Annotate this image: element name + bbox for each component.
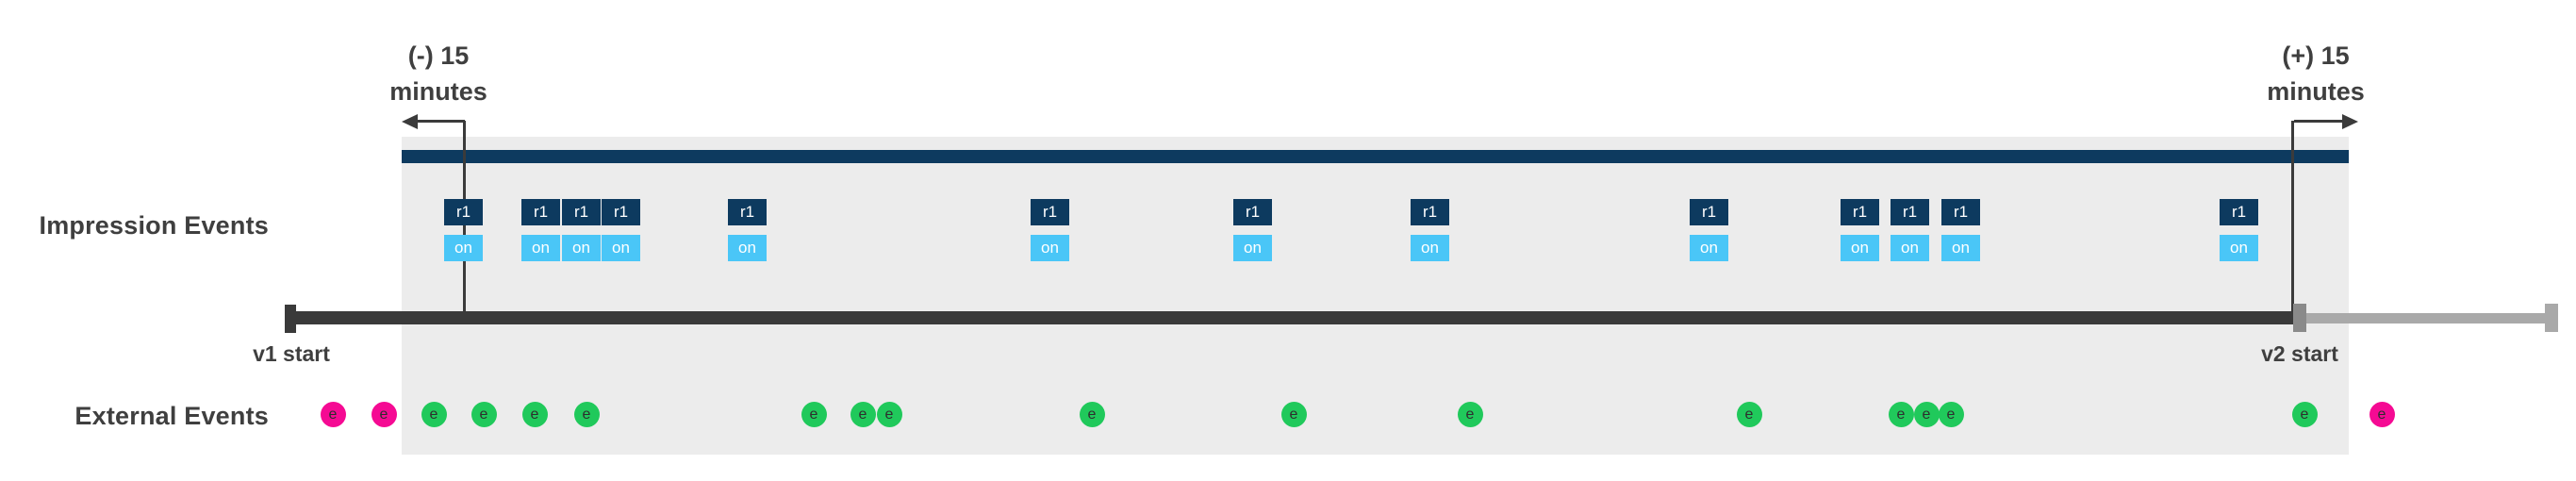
r1-box: r1 (562, 199, 601, 225)
on-box: on (1233, 235, 1272, 261)
external-event-dot-green: e (1888, 402, 1914, 427)
campaign-duration-bar (402, 150, 2349, 163)
observation-window-band (402, 137, 2349, 455)
on-box: on (602, 235, 640, 261)
external-event-dot-green: e (1280, 402, 1307, 427)
external-event-dot-green: e (573, 402, 600, 427)
r1-box: r1 (1031, 199, 1069, 225)
external-event-dot-green: e (471, 402, 497, 427)
v1-timeline-bar (285, 311, 2293, 324)
on-box: on (1841, 235, 1879, 261)
external-event-dot-green: e (1079, 402, 1105, 427)
on-box: on (2220, 235, 2258, 261)
r1-box: r1 (1233, 199, 1272, 225)
on-box: on (521, 235, 560, 261)
r1-box: r1 (1841, 199, 1879, 225)
plus-15-line1: (+) 15 (2282, 41, 2350, 70)
r1-box: r1 (1690, 199, 1728, 225)
r1-box: r1 (1941, 199, 1980, 225)
external-event-dot-green: e (850, 402, 876, 427)
on-box: on (1411, 235, 1449, 261)
on-box: on (444, 235, 483, 261)
minus-15-minutes-annotation: (-) 15 minutes (335, 38, 542, 109)
r1-box: r1 (728, 199, 767, 225)
external-event-dot-green: e (421, 402, 447, 427)
external-event-dot-pink: e (371, 402, 397, 427)
plus-15-line2: minutes (2267, 77, 2365, 106)
minus-15-line1: (-) 15 (407, 41, 470, 70)
external-events-label: External Events (74, 402, 269, 430)
v2-timeline-bar (2306, 313, 2545, 323)
on-box: on (1891, 235, 1929, 261)
external-event-dot-pink: e (2369, 402, 2395, 427)
minus-15-line2: minutes (389, 77, 487, 106)
r1-box: r1 (602, 199, 640, 225)
left-arrow-line (418, 120, 465, 123)
v2-start-cap (2293, 304, 2306, 332)
v1-start-cap (285, 305, 296, 333)
external-event-dot-green: e (1457, 402, 1483, 427)
r1-box: r1 (444, 199, 483, 225)
r1-box: r1 (1891, 199, 1929, 225)
v2-start-label: v2 start (2261, 341, 2338, 366)
external-event-dot-green: e (876, 402, 902, 427)
external-event-dot-green: e (2291, 402, 2318, 427)
on-box: on (1690, 235, 1728, 261)
on-box: on (728, 235, 767, 261)
plus-15-minutes-annotation: (+) 15 minutes (2212, 38, 2419, 109)
v2-end-cap (2545, 304, 2558, 332)
external-event-dot-green: e (1938, 402, 1964, 427)
v1-start-label: v1 start (253, 341, 330, 366)
r1-box: r1 (1411, 199, 1449, 225)
external-event-dot-green: e (521, 402, 548, 427)
on-box: on (1031, 235, 1069, 261)
external-event-dot-pink: e (320, 402, 346, 427)
external-event-dot-green: e (1736, 402, 1762, 427)
impression-events-label: Impression Events (39, 211, 269, 240)
external-event-dot-green: e (801, 402, 827, 427)
left-arrow-icon (402, 114, 418, 129)
on-box: on (1941, 235, 1980, 261)
r1-box: r1 (2220, 199, 2258, 225)
on-box: on (562, 235, 601, 261)
right-arrow-line (2294, 120, 2342, 123)
v2-offset-marker-line (2291, 121, 2294, 313)
r1-box: r1 (521, 199, 560, 225)
right-arrow-icon (2342, 114, 2358, 129)
external-event-dot-green: e (1913, 402, 1940, 427)
